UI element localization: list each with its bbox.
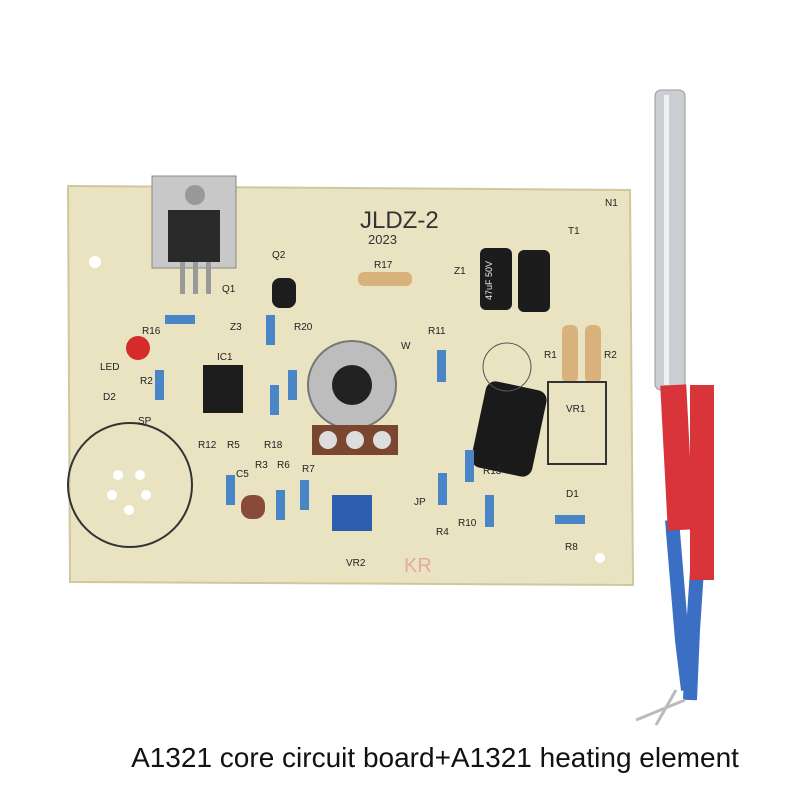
led: [126, 336, 150, 360]
label-z3: Z3: [230, 322, 242, 333]
capacitor: [518, 250, 550, 312]
capacitor-text: 47uF 50V: [484, 261, 494, 300]
label-r18: R18: [264, 440, 283, 451]
label-d1: D1: [566, 489, 579, 500]
label-q1: Q1: [222, 284, 236, 295]
trimmer: [332, 495, 372, 531]
product-caption: A1321 core circuit board+A1321 heating e…: [131, 742, 739, 773]
ic-chip: [203, 365, 243, 413]
capacitor: [480, 248, 512, 310]
board-model: JLDZ-2: [360, 207, 439, 234]
label-r20: R20: [294, 322, 313, 333]
label-kr: KR: [404, 555, 432, 577]
board-year: 2023: [368, 232, 397, 247]
circuit-board: 47uF 50V JLDZ-2: [66, 175, 635, 587]
label-w: W: [401, 341, 411, 352]
label-r3: R3: [255, 460, 268, 471]
label-r16: R16: [142, 326, 161, 337]
label-r17: R17: [374, 260, 393, 271]
resistors: [155, 315, 585, 527]
label-sp: SP: [138, 416, 152, 427]
voltage-regulator: [151, 175, 237, 294]
label-led: LED: [100, 362, 119, 373]
heating-element: [635, 89, 714, 726]
label-jp: JP: [414, 497, 426, 508]
capacitor-large: [471, 381, 547, 477]
label-z1: Z1: [454, 266, 466, 277]
label-r12: R12: [198, 440, 217, 451]
label-r4: R4: [436, 527, 449, 538]
label-r5: R5: [227, 440, 240, 451]
label-r7: R7: [302, 464, 315, 475]
potentiometer: [307, 340, 398, 455]
silkscreen-labels: Q1 Q2 R17 Z1 T1 N1 R16 Z3 R20 IC1 LED R2…: [100, 198, 618, 577]
speaker-outline: [67, 422, 193, 548]
label-r6: R6: [277, 460, 290, 471]
label-q2: Q2: [272, 250, 286, 261]
label-r2-right: R2: [604, 350, 617, 361]
label-r2-left: R2: [140, 376, 153, 387]
label-r11: R11: [428, 326, 446, 337]
label-r8: R8: [565, 542, 578, 553]
label-r13: R13: [483, 466, 502, 477]
label-vr1: VR1: [566, 404, 586, 415]
label-n1: N1: [605, 198, 618, 209]
label-ic1: IC1: [217, 352, 233, 363]
label-vr2: VR2: [346, 558, 366, 569]
label-d2: D2: [103, 392, 116, 403]
label-c5: C5: [236, 469, 249, 480]
label-t1: T1: [568, 226, 580, 237]
label-r10: R10: [458, 518, 477, 529]
label-r1: R1: [544, 350, 557, 361]
